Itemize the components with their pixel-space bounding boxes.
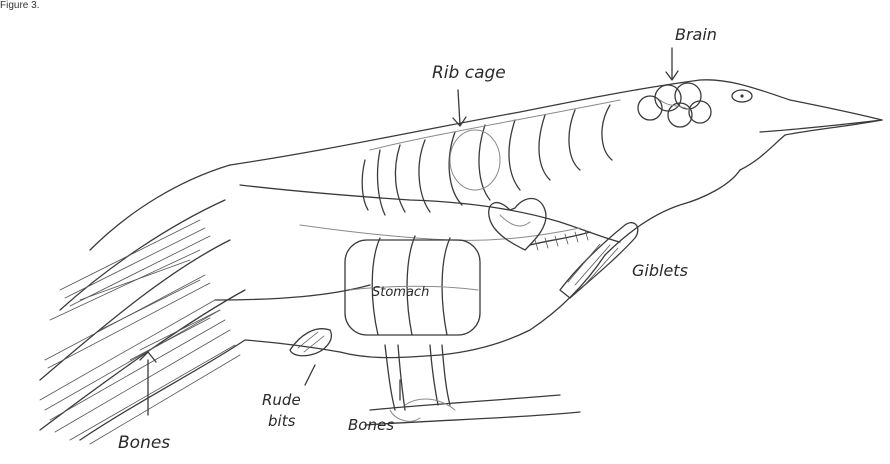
labels: Rib cage Brain Giblets Rude bits Bones B… xyxy=(118,25,717,453)
giblets xyxy=(560,223,638,298)
bones-tail-label: Bones xyxy=(118,433,170,453)
rude-bits xyxy=(290,329,331,356)
neck-bones xyxy=(530,230,590,250)
stomach-label: Stomach xyxy=(372,285,429,300)
heart xyxy=(489,198,546,250)
stomach: Stomach xyxy=(345,236,480,335)
bird-outline xyxy=(40,80,882,440)
brain-label: Brain xyxy=(675,25,717,44)
tail-bones-hatching xyxy=(40,220,240,444)
rude-bits-label-line2: bits xyxy=(268,412,296,430)
bones-legs-label: Bones xyxy=(348,416,394,434)
giblets-label: Giblets xyxy=(632,261,688,280)
rude-bits-label-line1: Rude xyxy=(262,391,301,409)
rib-cage-label: Rib cage xyxy=(432,63,506,83)
brain xyxy=(638,83,711,127)
label-arrows xyxy=(140,48,678,415)
